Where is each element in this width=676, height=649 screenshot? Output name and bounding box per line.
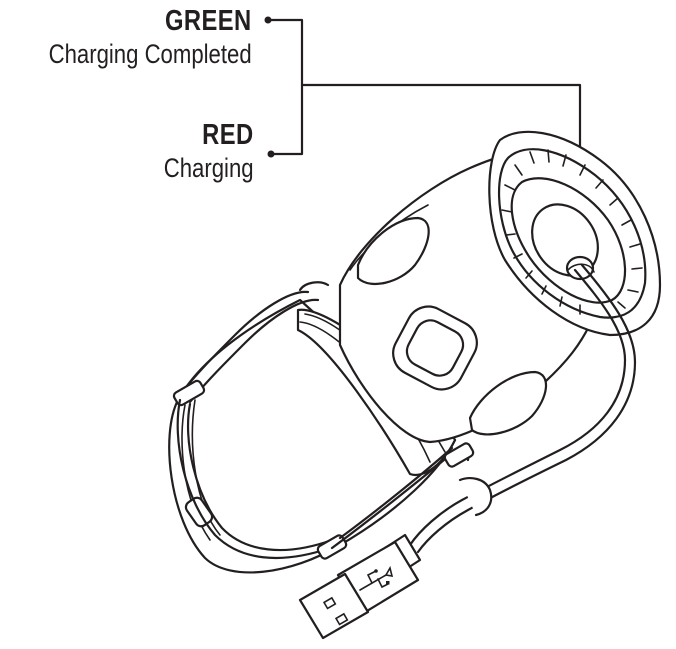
usb-cable-clip bbox=[458, 477, 493, 517]
handle-wire-upper-2 bbox=[188, 298, 320, 404]
top-cap-ridges bbox=[501, 149, 643, 315]
handle-clip-right bbox=[443, 442, 475, 468]
grip-pad-upper bbox=[356, 216, 430, 286]
handle-wire-upper-1 bbox=[178, 290, 310, 397]
handle-clip-left bbox=[172, 379, 206, 407]
handle-wire-lower-2 bbox=[186, 402, 334, 552]
grip-pad-lower bbox=[468, 370, 548, 436]
usb-connector bbox=[298, 572, 370, 640]
bracket-line bbox=[266, 18, 304, 156]
usb-connector-hole-1 bbox=[322, 596, 337, 610]
usb-connector-hole-2 bbox=[334, 612, 349, 626]
handle-wire-lower-1 bbox=[176, 398, 332, 560]
red-callout-description: Charging bbox=[164, 153, 254, 183]
usb-cable bbox=[298, 263, 637, 640]
usb-cable-wire-1 bbox=[408, 268, 627, 547]
green-callout-description: Charging Completed bbox=[48, 39, 252, 69]
handle-hinge-top bbox=[298, 281, 330, 292]
power-button[interactable] bbox=[402, 315, 469, 381]
lantern-body bbox=[168, 130, 662, 574]
charging-indicator-led bbox=[565, 255, 595, 281]
usb-icon bbox=[359, 565, 394, 591]
lantern-handle bbox=[172, 281, 475, 560]
handle-wire-right-2 bbox=[338, 446, 454, 540]
usb-cable-wire-2 bbox=[416, 263, 637, 554]
red-callout-title: RED bbox=[202, 119, 254, 151]
red-callout: RED Charging bbox=[144, 118, 254, 184]
green-callout-title: GREEN bbox=[165, 5, 252, 37]
green-callout: GREEN Charging Completed bbox=[4, 4, 252, 70]
